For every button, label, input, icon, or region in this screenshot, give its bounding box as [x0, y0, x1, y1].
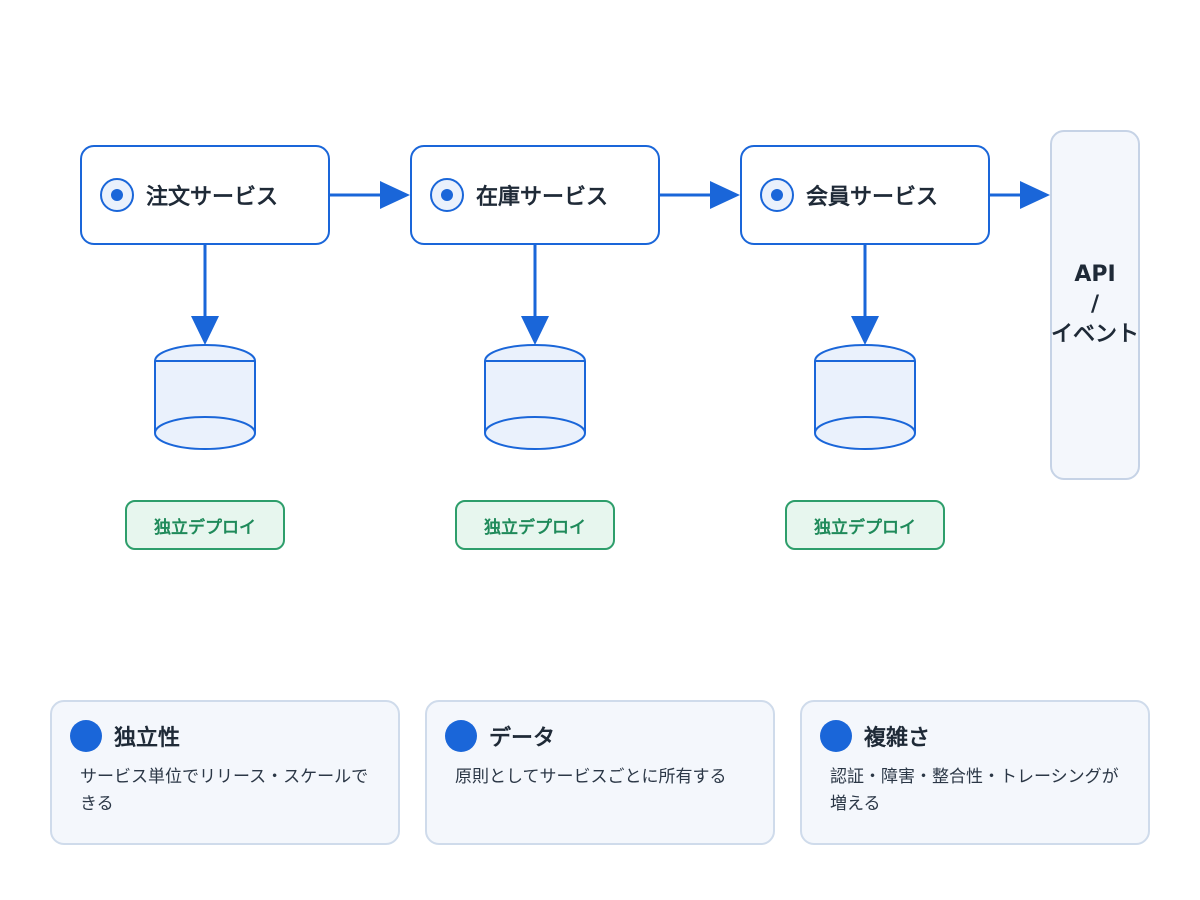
card-bullet-icon [445, 720, 477, 752]
api-label-line2: / [1090, 292, 1100, 317]
api-event-label: API / イベント [1051, 260, 1139, 350]
info-card-independence: 独立性 サービス単位でリリース・スケールできる [50, 700, 400, 845]
card-description: 原則としてサービスごとに所有する [455, 767, 727, 787]
card-title: 複雑さ [864, 726, 931, 751]
api-label-line3: イベント [1051, 322, 1140, 347]
card-bullet-icon [70, 720, 102, 752]
service-target-icon [100, 178, 134, 212]
service-order: 注文サービス [80, 145, 330, 245]
info-card-data: データ 原則としてサービスごとに所有する [425, 700, 775, 845]
card-bullet-icon [820, 720, 852, 752]
database-member-icon [814, 344, 916, 450]
service-member: 会員サービス [740, 145, 990, 245]
info-card-complexity: 複雑さ 認証・障害・整合性・トレーシングが増える [800, 700, 1150, 845]
database-order-icon [154, 344, 256, 450]
api-label-line1: API [1074, 262, 1116, 287]
service-target-icon [430, 178, 464, 212]
service-label: 注文サービス [146, 185, 279, 210]
arrowhead-order-to-inventory [380, 181, 410, 209]
arrowhead-member-to-api [1020, 181, 1050, 209]
service-target-icon [760, 178, 794, 212]
card-description: サービス単位でリリース・スケールできる [80, 767, 369, 814]
service-label: 在庫サービス [476, 185, 609, 210]
deploy-badge-inventory: 独立デプロイ [455, 500, 615, 550]
api-event-gateway: API / イベント [1050, 130, 1140, 480]
arrowhead-order-to-db [191, 316, 219, 345]
deploy-badge-member: 独立デプロイ [785, 500, 945, 550]
arrowhead-inventory-to-db [521, 316, 549, 345]
deploy-badge-order: 独立デプロイ [125, 500, 285, 550]
card-title: データ [489, 726, 556, 751]
database-inventory-icon [484, 344, 586, 450]
card-description: 認証・障害・整合性・トレーシングが増える [830, 767, 1119, 814]
service-label: 会員サービス [806, 185, 939, 210]
arrowhead-member-to-db [851, 316, 879, 345]
service-inventory: 在庫サービス [410, 145, 660, 245]
arrowhead-inventory-to-member [710, 181, 740, 209]
card-title: 独立性 [114, 726, 181, 751]
